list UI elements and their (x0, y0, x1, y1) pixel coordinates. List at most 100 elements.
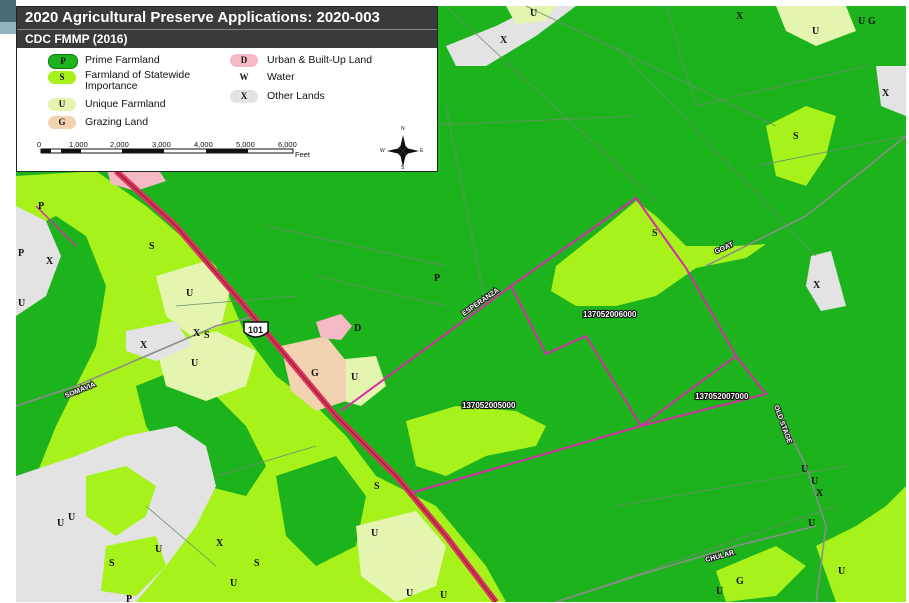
window-corner-accent (0, 22, 16, 34)
swatch-unique: U (48, 98, 76, 111)
compass-icon (387, 135, 419, 167)
swatch-water: W (230, 71, 258, 84)
highway-branch (35, 205, 77, 247)
svg-text:U: U (808, 518, 815, 529)
unique-patch-northeast (776, 6, 856, 46)
legend-label-grazing: Grazing Land (85, 116, 149, 128)
legend-label-statewide: Farmland of Statewide Importance (85, 69, 191, 92)
svg-text:P: P (18, 248, 24, 259)
area-labels: P P X U S U X S X U G U D P S S U U G X (18, 8, 890, 602)
svg-text:U: U (57, 518, 64, 529)
svg-text:S: S (149, 241, 155, 252)
swatch-prime: P (48, 54, 78, 69)
svg-text:P: P (126, 594, 132, 602)
svg-text:U: U (155, 544, 162, 555)
svg-text:U: U (838, 566, 845, 577)
svg-text:U: U (440, 590, 447, 601)
highway-101-center (115, 170, 497, 602)
svg-text:X: X (216, 538, 224, 549)
swatch-grazing: G (48, 116, 76, 129)
svg-text:S: S (204, 330, 210, 341)
svg-text:U: U (230, 578, 237, 589)
compass-n: N (401, 126, 405, 132)
highway-shield-101: 101 (243, 321, 269, 338)
unique-patch-4 (356, 511, 446, 602)
legend-label-unique: Unique Farmland (85, 98, 166, 110)
scale-tick-1000: 1,000 (69, 140, 88, 149)
statewide-patch-northeast (766, 106, 836, 186)
svg-text:U: U (858, 16, 865, 27)
statewide-patch-southeast (816, 486, 906, 602)
svg-text:U: U (351, 372, 358, 383)
svg-text:S: S (109, 558, 115, 569)
scale-tick-4000: 4,000 (194, 140, 213, 149)
compass-w: W (380, 148, 385, 154)
other-lands-west-edge (16, 206, 61, 316)
svg-text:X: X (193, 328, 201, 339)
svg-text:U: U (801, 464, 808, 475)
svg-text:X: X (813, 280, 821, 291)
swatch-statewide: S (48, 71, 76, 84)
svg-text:D: D (354, 323, 361, 334)
map-legend: 2020 Agricultural Preserve Applications:… (16, 6, 438, 172)
parcel-label-1: 137052006000 (583, 310, 637, 319)
legend-title: 2020 Agricultural Preserve Applications:… (17, 7, 437, 29)
statewide-in-other-2 (101, 536, 166, 596)
scale-unit: Feet (295, 150, 311, 159)
svg-text:S: S (374, 481, 380, 492)
swatch-other: X (230, 90, 258, 103)
legend-label-prime: Prime Farmland (85, 54, 160, 66)
legend-subtitle: CDC FMMP (2016) (17, 29, 437, 48)
svg-text:X: X (882, 88, 890, 99)
prime-area-center-west (136, 366, 266, 496)
compass-e: E (420, 148, 424, 154)
highway-shield-text: 101 (248, 325, 263, 335)
svg-text:S: S (652, 228, 658, 239)
svg-text:U: U (812, 26, 819, 37)
legend-label-urban: Urban & Built-Up Land (267, 54, 373, 66)
statewide-in-other-1 (86, 466, 156, 536)
scale-tick-2000: 2,000 (110, 140, 129, 149)
other-lands-northeast (876, 66, 906, 116)
urban-patch-d (316, 314, 352, 340)
scale-tick-0: 0 (37, 140, 42, 149)
scale-tick-3000: 3,000 (152, 140, 171, 149)
swatch-urban: D (230, 54, 258, 67)
field-boundaries (145, 6, 906, 602)
statewide-patch-center (406, 406, 546, 476)
scale-bar-graphic (40, 148, 294, 154)
other-lands-east (806, 251, 846, 311)
svg-text:X: X (500, 35, 508, 46)
svg-text:G: G (736, 576, 744, 587)
svg-text:X: X (736, 11, 744, 22)
svg-text:U: U (191, 358, 198, 369)
prime-area-south (276, 456, 366, 566)
svg-text:P: P (38, 201, 44, 212)
parcel-outlines (340, 196, 768, 494)
parcel-label-2: 137052005000 (462, 401, 516, 410)
svg-text:P: P (434, 273, 440, 284)
svg-text:U: U (406, 588, 413, 599)
other-lands-x-patch (126, 321, 191, 361)
svg-text:U: U (530, 8, 537, 19)
compass-s: S (401, 165, 405, 171)
scale-tick-6000: 6,000 (278, 140, 297, 149)
svg-text:X: X (140, 340, 148, 351)
svg-text:U: U (716, 586, 723, 597)
unique-patch-1 (156, 261, 231, 336)
scale-tick-5000: 5,000 (236, 140, 255, 149)
statewide-patch-east (551, 201, 766, 306)
statewide-patch-south (716, 546, 806, 602)
grazing-land-patch (281, 336, 346, 411)
svg-text:S: S (254, 558, 260, 569)
svg-text:S: S (793, 131, 799, 142)
legend-label-water: Water (267, 71, 295, 83)
svg-text:U: U (811, 476, 818, 487)
svg-text:U: U (186, 288, 193, 299)
svg-text:G: G (311, 368, 319, 379)
window-corner (0, 0, 16, 22)
legend-label-other: Other Lands (267, 90, 325, 102)
svg-text:X: X (816, 488, 824, 499)
svg-text:U: U (371, 528, 378, 539)
